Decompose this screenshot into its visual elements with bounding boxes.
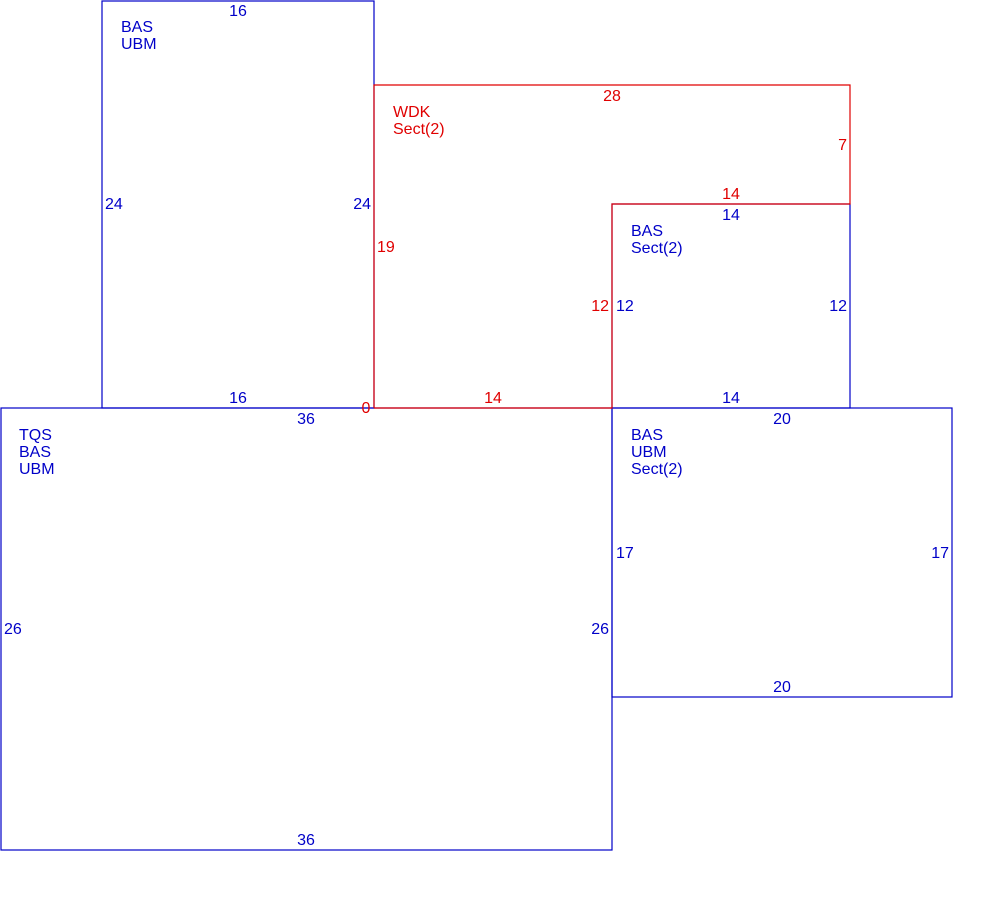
- deck-area-outline: [373, 84, 851, 409]
- top-left-dim-left: 24: [105, 196, 123, 213]
- right-dim-left: 17: [616, 545, 634, 562]
- top-left-dim-top: 16: [229, 3, 247, 20]
- inner-area-code-1: BAS: [631, 223, 663, 240]
- deck-area-code-2: Sect(2): [393, 121, 445, 138]
- main-area-code-3: UBM: [19, 461, 55, 478]
- top-left-area-outline: [101, 0, 375, 409]
- right-dim-top: 20: [773, 411, 791, 428]
- top-left-dim-right: 24: [353, 196, 371, 213]
- main-dim-left: 26: [4, 621, 22, 638]
- main-dim-right: 26: [591, 621, 609, 638]
- main-area-code-1: TQS: [19, 427, 52, 444]
- main-area-code-2: BAS: [19, 444, 51, 461]
- inner-dim-bottom: 14: [722, 390, 740, 407]
- deck-dim-top: 28: [603, 88, 621, 105]
- inner-area-code-2: Sect(2): [631, 240, 683, 257]
- top-left-area-code-1: BAS: [121, 19, 153, 36]
- main-area-outline: [0, 407, 613, 851]
- deck-dim-right: 7: [838, 137, 847, 154]
- right-dim-bottom: 20: [773, 679, 791, 696]
- right-area-code-2: UBM: [631, 444, 667, 461]
- deck-area-code-1: WDK: [393, 104, 431, 121]
- inner-dim-right: 12: [829, 298, 847, 315]
- right-dim-right: 17: [931, 545, 949, 562]
- right-area-code-1: BAS: [631, 427, 663, 444]
- main-dim-top: 36: [297, 411, 315, 428]
- deck-dim-corner: 0: [362, 400, 371, 417]
- inner-dim-top: 14: [722, 207, 740, 224]
- deck-dim-notch-left: 12: [591, 298, 609, 315]
- inner-dim-left: 12: [616, 298, 634, 315]
- deck-dim-notch-top: 14: [722, 186, 740, 203]
- top-left-area-code-2: UBM: [121, 36, 157, 53]
- deck-dim-left: 19: [377, 239, 395, 256]
- right-area-code-3: Sect(2): [631, 461, 683, 478]
- main-dim-bottom: 36: [297, 832, 315, 849]
- top-left-dim-bottom: 16: [229, 390, 247, 407]
- deck-dim-bottom: 14: [484, 390, 502, 407]
